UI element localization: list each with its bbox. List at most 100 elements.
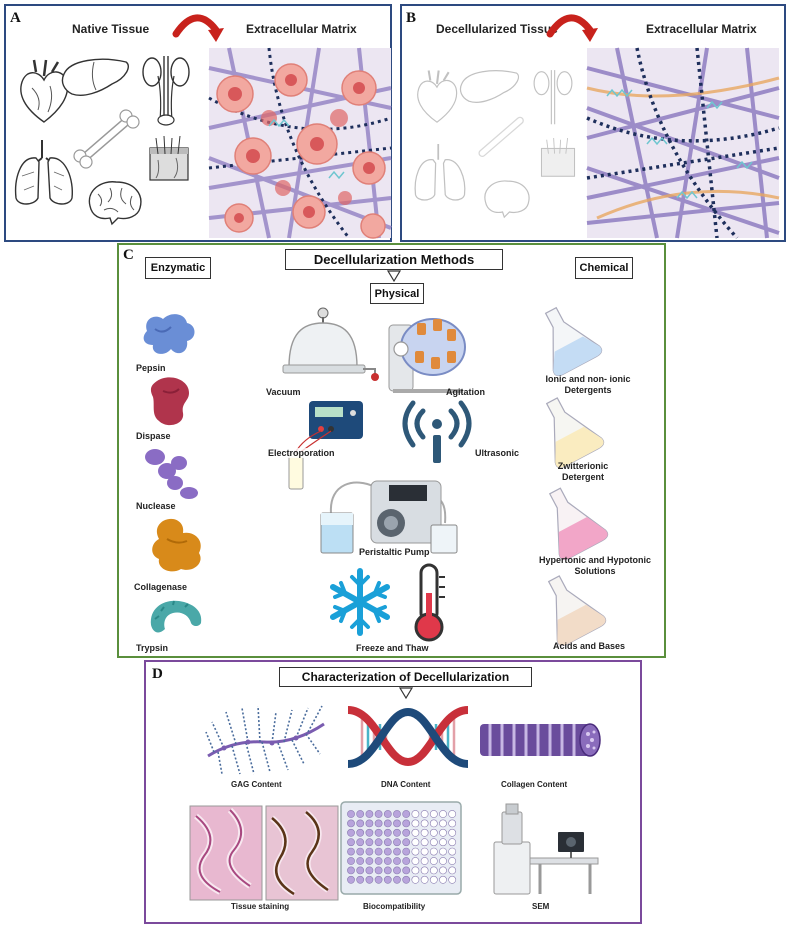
plate-well xyxy=(393,866,401,875)
plate-well xyxy=(356,857,365,865)
plate-well xyxy=(420,828,429,837)
kidney-icon xyxy=(533,70,573,125)
enzymatic-header: Enzymatic xyxy=(145,257,211,279)
collagenase-icon xyxy=(152,518,201,572)
plate-well xyxy=(411,847,420,856)
plate-well xyxy=(420,857,429,865)
plate-well xyxy=(402,866,411,875)
plate-well xyxy=(383,875,392,884)
plate-well xyxy=(347,875,355,884)
panel-a-left-title: Native Tissue xyxy=(72,22,150,36)
acids-bases-label: Acids and Bases xyxy=(553,641,626,651)
plate-well xyxy=(448,838,457,847)
plate-well xyxy=(347,866,355,875)
ultrasonic-label: Ultrasonic xyxy=(475,448,520,458)
plate-well xyxy=(393,875,401,884)
plate-well xyxy=(429,819,438,828)
plate-well xyxy=(383,819,392,828)
plate-well xyxy=(383,810,392,818)
trypsin-label: Trypsin xyxy=(136,643,169,653)
zwitterionic-label: Zwitterionic Detergent xyxy=(557,461,609,482)
plate-well xyxy=(420,838,429,847)
plate-well xyxy=(393,819,401,828)
plate-well xyxy=(365,875,374,884)
plate-well xyxy=(356,810,365,818)
plate-well xyxy=(402,819,411,828)
collagenase-label: Collagenase xyxy=(134,582,188,592)
electroporation-icon xyxy=(288,401,363,490)
plate-well xyxy=(448,828,457,837)
electroporation-label: Electroporation xyxy=(268,448,335,458)
plate-well xyxy=(393,838,401,847)
panel-c: C Decellularization Methods Enzymatic Pe… xyxy=(117,243,666,658)
plate-well xyxy=(374,838,383,847)
down-arrow-icon xyxy=(398,687,414,700)
panel-b-left-title: Decellularized Tissue xyxy=(436,22,558,36)
native-ecm-illustration xyxy=(208,47,392,239)
plate-well xyxy=(383,828,392,837)
plate-well xyxy=(365,810,374,818)
plate-well xyxy=(347,828,355,837)
plate-well xyxy=(365,819,374,828)
flask-beige-icon xyxy=(547,575,607,647)
plate-well xyxy=(402,828,411,837)
collagen-content-label: Collagen Content xyxy=(501,780,568,789)
plate-well xyxy=(347,810,355,818)
plate-well xyxy=(448,866,457,875)
bone-icon xyxy=(478,116,524,157)
plate-well xyxy=(402,875,411,884)
plate-well xyxy=(393,847,401,856)
panel-b-right-title: Extracellular Matrix xyxy=(646,22,757,36)
plate-well xyxy=(383,857,392,865)
ultrasonic-icon xyxy=(402,400,472,463)
skin-icon xyxy=(540,137,576,177)
plate-well xyxy=(374,847,383,856)
lungs-icon xyxy=(414,144,466,201)
plate-well xyxy=(347,819,355,828)
plate-well xyxy=(429,838,438,847)
pepsin-icon xyxy=(143,314,195,354)
plate-well xyxy=(439,847,447,856)
panel-a-right-title: Extracellular Matrix xyxy=(246,22,357,36)
plate-well xyxy=(383,866,392,875)
panel-a: A Native Tissue Extracellular Matrix xyxy=(4,4,392,242)
flask-blue-icon xyxy=(544,306,603,377)
vacuum-chamber-icon xyxy=(282,307,379,381)
plate-well xyxy=(420,847,429,856)
plate-well xyxy=(429,828,438,837)
peristaltic-pump-label: Peristaltic Pump xyxy=(359,547,430,557)
plate-well xyxy=(393,810,401,818)
plate-well xyxy=(365,866,374,875)
plate-well xyxy=(365,828,374,837)
plate-well xyxy=(374,819,383,828)
agitation-label: Agitation xyxy=(446,387,485,397)
plate-well xyxy=(356,819,365,828)
biocompatibility-label: Biocompatibility xyxy=(363,902,426,911)
plate-well xyxy=(411,838,420,847)
plate-well xyxy=(383,838,392,847)
dispase-label: Dispase xyxy=(136,431,171,441)
panel-d-letter: D xyxy=(152,666,163,682)
heart-icon xyxy=(20,59,69,123)
plate-well xyxy=(374,866,383,875)
plate-well xyxy=(439,838,447,847)
chemical-header: Chemical xyxy=(575,257,633,279)
curved-arrow-icon xyxy=(172,14,224,42)
plate-well xyxy=(420,875,429,884)
liver-icon xyxy=(459,70,520,103)
plate-well xyxy=(420,866,429,875)
plate-well xyxy=(411,819,420,828)
plate-well xyxy=(393,828,401,837)
liver-icon xyxy=(61,58,130,96)
dispase-icon xyxy=(150,377,189,426)
plate-well xyxy=(420,810,429,818)
plate-well xyxy=(411,866,420,875)
well-plate-icon xyxy=(340,801,462,895)
freeze-thaw-label: Freeze and Thaw xyxy=(356,643,429,653)
panel-b-letter: B xyxy=(406,10,417,26)
panel-d: D Characterization of Decellularization … xyxy=(144,660,642,924)
plate-well xyxy=(420,819,429,828)
down-arrow-icon xyxy=(386,270,402,283)
plate-well xyxy=(374,810,383,818)
heart-icon xyxy=(417,70,458,123)
